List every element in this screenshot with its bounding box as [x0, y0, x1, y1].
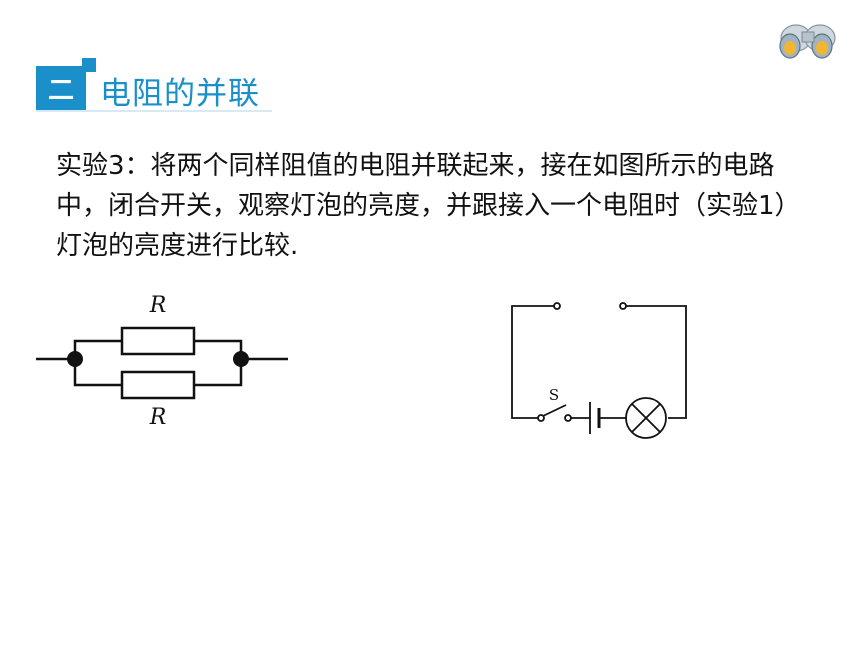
lamp-cross-b	[631, 403, 661, 433]
switch-contact	[564, 414, 572, 422]
badge-notch	[82, 58, 96, 72]
resistor-top-label: R	[149, 293, 167, 318]
section-number: 二	[47, 75, 74, 106]
resistor-top	[120, 326, 196, 356]
wire-left-top	[511, 305, 554, 419]
junction-right	[233, 351, 249, 367]
terminal-left	[553, 302, 561, 310]
switch-pivot	[537, 414, 545, 422]
switch-blade	[542, 404, 567, 417]
branch-bottom-wire-left	[73, 359, 122, 387]
junction-left	[67, 351, 83, 367]
switch-label: S	[549, 386, 559, 404]
section-title: 电阻的并联	[100, 76, 260, 112]
terminal-right	[619, 302, 627, 310]
circuit-diagram: S	[511, 302, 687, 439]
experiment-description: 实验3：将两个同样阻值的电阻并联起来，接在如图所示的电路中，闭合开关，观察灯泡的…	[56, 151, 788, 261]
branch-bottom-wire-right	[194, 359, 243, 387]
title-divider	[36, 110, 272, 112]
resistor-bottom	[120, 370, 196, 400]
section-number-badge: 二	[36, 58, 96, 110]
wire-right-top	[626, 305, 687, 419]
parallel-resistor-diagram: R R	[36, 293, 288, 430]
binoculars-icon	[779, 24, 836, 59]
resistor-bottom-label: R	[149, 405, 167, 430]
